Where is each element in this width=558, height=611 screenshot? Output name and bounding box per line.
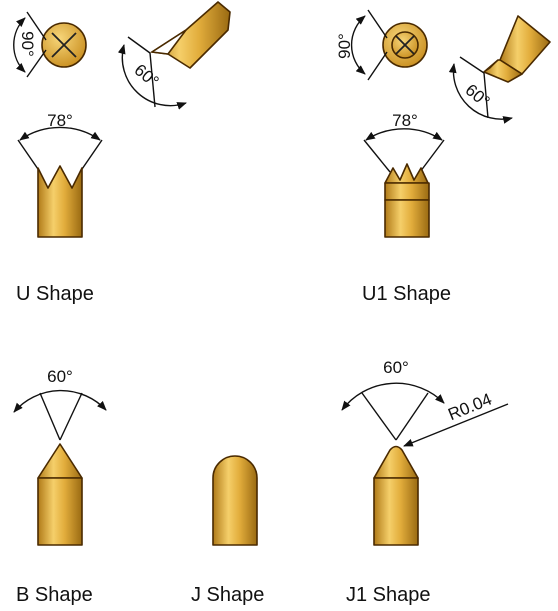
j-body [212,455,258,546]
u1-shape-label: U1 Shape [362,283,451,305]
u-shape-group: 90° 60° 78° U Shape [13,1,231,305]
u-side-angle-label: 90° [18,31,37,57]
b-top-angle-label: 60° [47,367,73,386]
j1-cone-tip [373,445,419,479]
u-side-angle-arc [13,17,26,73]
u1-tip-angle-label: 60° [462,80,494,111]
b-cone-tip [37,443,83,479]
u1-top-view-circle: 90° [335,9,428,81]
j1-radius-leader [403,403,509,447]
b-body [37,477,83,546]
u1-side-angle-label: 90° [335,33,354,59]
j1-shape-label: J1 Shape [346,584,431,606]
j1-top-angle-arc [341,382,445,411]
u-shape-label: U Shape [16,283,94,305]
u1-side-angle-arc [350,15,366,75]
b-shape-label: B Shape [16,584,93,606]
j-shape-label: J Shape [191,584,264,606]
u1-front-view: 78° [363,111,445,238]
u-top-angle-arc [19,126,101,141]
u1-angled-tip-view: 60° [448,15,551,124]
u-angled-tip-view: 60° [117,1,231,110]
u1-shape-group: 90° 60° 78° U1 Shape [335,9,551,305]
u-tip-angle-label: 60° [131,60,163,91]
j1-top-angle-label: 60° [383,358,409,377]
b-shape-group: 60° B Shape [13,367,107,606]
b-top-angle-arc [13,389,107,413]
u-tip-angle-arc [117,44,187,110]
u1-top-angle-arc [365,128,443,141]
j-shape-group: J Shape [191,455,264,606]
u-top-angle-label: 78° [47,111,73,130]
u1-tip-angle-arc [448,63,513,124]
j1-body [373,477,419,546]
u1-top-angle-label: 78° [392,111,418,130]
u-top-view-circle: 90° [13,11,87,78]
j1-shape-group: 60° R0.04 J1 Shape [341,358,509,606]
u-front-view: 78° [17,111,103,238]
